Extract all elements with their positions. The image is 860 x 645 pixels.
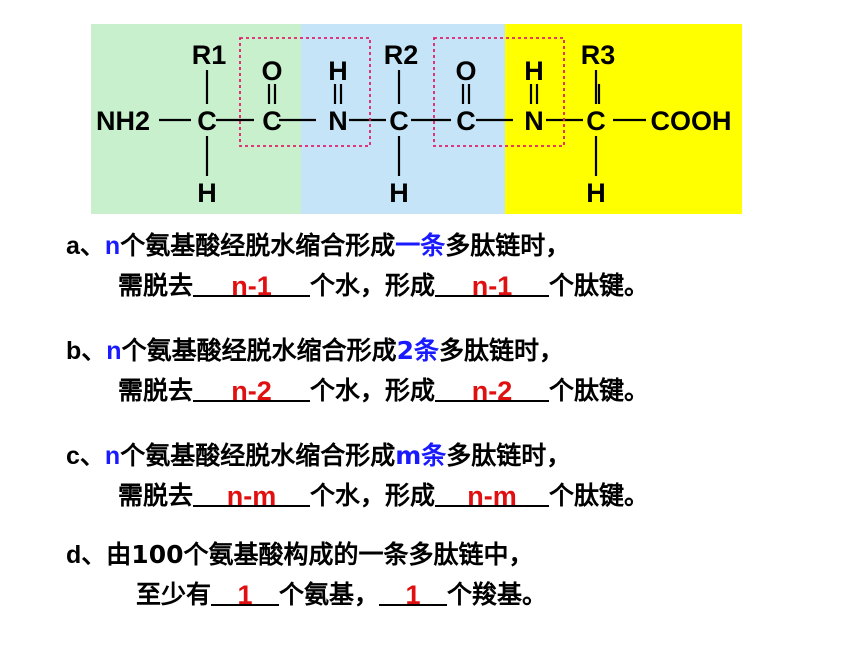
question-d-blank-carboxyl: 1 xyxy=(379,580,448,610)
question-b-n: n xyxy=(106,337,122,365)
alpha-hydrogen-2-label: H xyxy=(389,178,409,208)
question-b-text-3: 需脱去 xyxy=(118,376,194,405)
peptide-bond-box-1 xyxy=(239,37,371,147)
question-c-text-5: 个肽键。 xyxy=(549,481,650,510)
question-c-text-3: 需脱去 xyxy=(118,481,194,510)
question-c-text-1: 个氨基酸经脱水缩合形成 xyxy=(120,441,396,470)
r-group-2-label: R2 xyxy=(384,40,419,70)
question-c-chain-count: m条 xyxy=(395,441,447,470)
question-d-text-4: 个羧基。 xyxy=(447,580,548,609)
question-b-answer-water: n-2 xyxy=(231,376,272,406)
question-d-separator: 、 xyxy=(81,540,107,569)
question-a-text-2: 多肽链时， xyxy=(445,231,571,260)
question-d-text-1: 由100个氨基酸构成的一条多肽链中， xyxy=(106,540,534,569)
question-a-text-3: 需脱去 xyxy=(118,271,194,300)
question-b-letter: b xyxy=(66,337,82,365)
question-c-text-4: 个水，形成 xyxy=(310,481,436,510)
amide-hydrogen-1-label: H xyxy=(328,56,348,86)
tripeptide-structure-diagram: NH2 C C N C C N C COOH R1 R2 R3 O O H H … xyxy=(91,24,742,214)
question-c-answer-water: n-m xyxy=(226,481,277,511)
question-a-n: n xyxy=(104,232,121,260)
question-b-text-2: 多肽链时， xyxy=(439,336,565,365)
question-d-text-3: 个氨基， xyxy=(279,580,380,609)
question-a-line-1: a、n个氨基酸经脱水缩合形成一条多肽链时， xyxy=(66,231,570,261)
question-a-line-2: 需脱去 n-1 个水，形成 n-1 个肽键。 xyxy=(118,271,649,301)
alpha-carbon-3-label: C xyxy=(586,106,606,136)
question-d-text-2: 至少有 xyxy=(136,580,212,609)
region-amino-acid-2 xyxy=(301,24,505,214)
question-a-text-1: 个氨基酸经脱水缩合形成 xyxy=(120,231,396,260)
question-b-line-2: 需脱去 n-2 个水，形成 n-2 个肽键。 xyxy=(118,376,649,406)
alpha-hydrogen-1-label: H xyxy=(197,178,217,208)
question-c-line-2: 需脱去 n-m 个水，形成 n-m 个肽键。 xyxy=(118,481,649,511)
question-b-text-4: 个水，形成 xyxy=(310,376,436,405)
question-a-blank-bonds: n-1 xyxy=(435,271,550,301)
question-c-n: n xyxy=(104,442,121,470)
r-group-3-label: R3 xyxy=(581,40,616,70)
question-c-line-1: c、n个氨基酸经脱水缩合形成m条多肽链时， xyxy=(66,441,571,471)
question-c-blank-water: n-m xyxy=(193,481,311,511)
carbonyl-oxygen-1-label: O xyxy=(261,56,282,86)
question-b-text-1: 个氨基酸经脱水缩合形成 xyxy=(121,336,397,365)
question-a-letter: a xyxy=(66,232,80,260)
question-b-blank-bonds: n-2 xyxy=(435,376,550,406)
peptide-bond-box-2 xyxy=(433,37,565,147)
question-a-answer-water: n-1 xyxy=(231,271,272,301)
question-c-letter: c xyxy=(66,442,80,470)
question-d-blank-amino: 1 xyxy=(211,580,280,610)
question-c-blank-bonds: n-m xyxy=(435,481,550,511)
question-b-text-5: 个肽键。 xyxy=(549,376,650,405)
question-b-chain-count: 2条 xyxy=(396,336,439,365)
question-a-separator: 、 xyxy=(79,231,105,260)
carbonyl-oxygen-2-label: O xyxy=(455,56,476,86)
region-amino-acid-1 xyxy=(91,24,301,214)
question-a-text-5: 个肽键。 xyxy=(549,271,650,300)
carbonyl-carbon-1-label: C xyxy=(262,106,282,136)
left-terminal-amino-label: NH2 xyxy=(96,106,150,136)
right-terminal-carboxyl-label: COOH xyxy=(651,106,732,136)
question-b-blank-water: n-2 xyxy=(193,376,311,406)
question-c-answer-bonds: n-m xyxy=(467,481,517,511)
alpha-hydrogen-3-label: H xyxy=(586,178,606,208)
question-b-separator: 、 xyxy=(81,336,107,365)
question-d-answer-carboxyl: 1 xyxy=(405,580,421,610)
question-a-answer-bonds: n-1 xyxy=(471,271,513,301)
question-a-text-4: 个水，形成 xyxy=(310,271,436,300)
alpha-carbon-1-label: C xyxy=(197,106,217,136)
question-d-answer-amino: 1 xyxy=(237,580,253,610)
question-c-separator: 、 xyxy=(79,441,105,470)
bond-lines xyxy=(159,70,646,176)
question-b-line-1: b、n个氨基酸经脱水缩合形成2条多肽链时， xyxy=(66,336,564,366)
question-d-letter: d xyxy=(66,541,82,569)
r-group-1-label: R1 xyxy=(192,40,227,70)
question-d-line-2: 至少有 1 个氨基， 1 个羧基。 xyxy=(136,580,547,610)
question-a-blank-water: n-1 xyxy=(193,271,311,301)
carbonyl-carbon-2-label: C xyxy=(456,106,476,136)
amide-nitrogen-2-label: N xyxy=(524,106,544,136)
question-c-text-2: 多肽链时， xyxy=(446,441,572,470)
alpha-carbon-2-label: C xyxy=(389,106,409,136)
amide-hydrogen-2-label: H xyxy=(524,56,544,86)
question-a-chain-count: 一条 xyxy=(395,231,446,260)
question-b-answer-bonds: n-2 xyxy=(471,376,513,406)
question-d-line-1: d、由100个氨基酸构成的一条多肽链中， xyxy=(66,540,533,570)
amide-nitrogen-1-label: N xyxy=(328,106,348,136)
